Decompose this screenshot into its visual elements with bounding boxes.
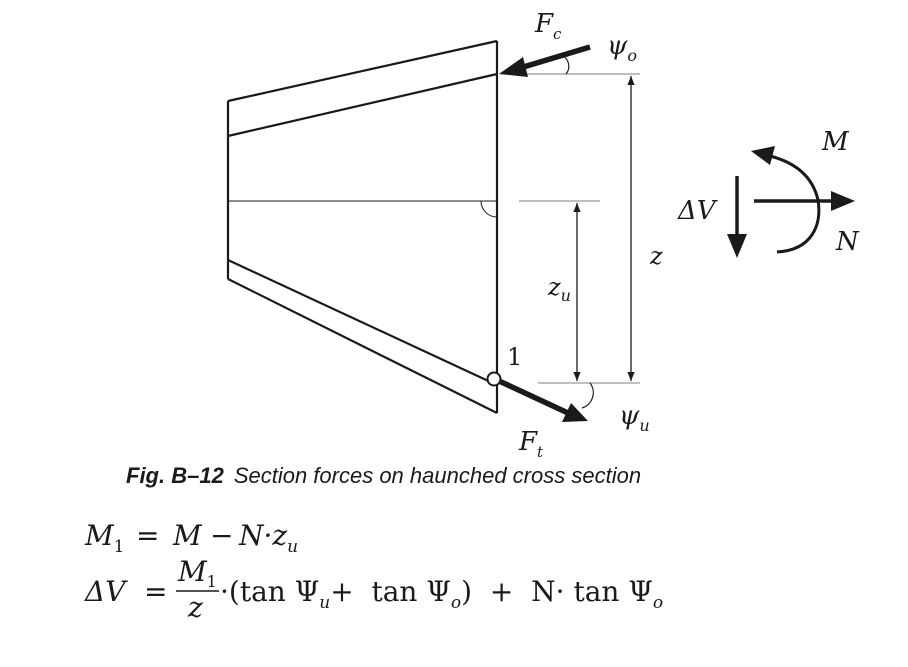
svg-text:z: z xyxy=(187,591,203,624)
label-zu: zu xyxy=(547,273,571,305)
label-dv: ΔV xyxy=(677,196,718,226)
bottom-edge xyxy=(227,278,498,414)
svg-text:M1: M1 xyxy=(84,519,125,557)
label-psi-u: ψu xyxy=(619,401,650,435)
lower-flange-line xyxy=(227,259,498,386)
equation-1: M1 = M − N·zu xyxy=(84,519,298,557)
point-1-marker xyxy=(486,371,502,387)
force-fc-arrow xyxy=(499,44,591,77)
svg-text:ΔV: ΔV xyxy=(84,575,128,608)
angle-psi-o-arc xyxy=(562,55,570,75)
reference-lines xyxy=(519,73,640,384)
svg-text:M1: M1 xyxy=(177,555,217,591)
right-angle-arc xyxy=(480,200,498,218)
label-psi-o: ψo xyxy=(607,31,637,65)
label-ft: Ft xyxy=(518,427,544,461)
svg-text:M: M xyxy=(172,519,203,552)
moment-m-arc xyxy=(769,154,821,254)
svg-text:=: = xyxy=(136,519,159,552)
svg-text:N·zu: N·zu xyxy=(238,519,298,557)
figure-caption-text: Section forces on haunched cross section xyxy=(233,463,642,488)
top-edge xyxy=(227,39,498,103)
svg-text:=: = xyxy=(144,575,167,608)
cross-section-outline xyxy=(226,39,499,414)
internal-forces-symbol xyxy=(727,146,855,258)
angle-psi-u-arc xyxy=(581,382,594,409)
label-fc: Fc xyxy=(534,9,562,43)
svg-text:·(tan Ψu+ tan Ψo) + N· tan: ·(tan Ψu+ tan Ψo) + N· tan Ψo xyxy=(220,575,663,613)
figure-caption: Fig. B–12 Section forces on haunched cros… xyxy=(126,463,886,489)
label-n: N xyxy=(835,227,860,257)
upper-flange-line xyxy=(227,72,498,138)
figure-number: Fig. B–12 xyxy=(126,463,224,488)
label-point-1: 1 xyxy=(507,343,522,371)
equation-2: ΔV = M1 z ·(tan Ψu+ tan Ψo) + N· tan Ψo xyxy=(84,555,663,624)
label-z: z xyxy=(649,242,663,270)
svg-text:−: − xyxy=(210,519,233,552)
label-m: M xyxy=(821,127,850,157)
force-ft-arrow xyxy=(495,377,588,422)
